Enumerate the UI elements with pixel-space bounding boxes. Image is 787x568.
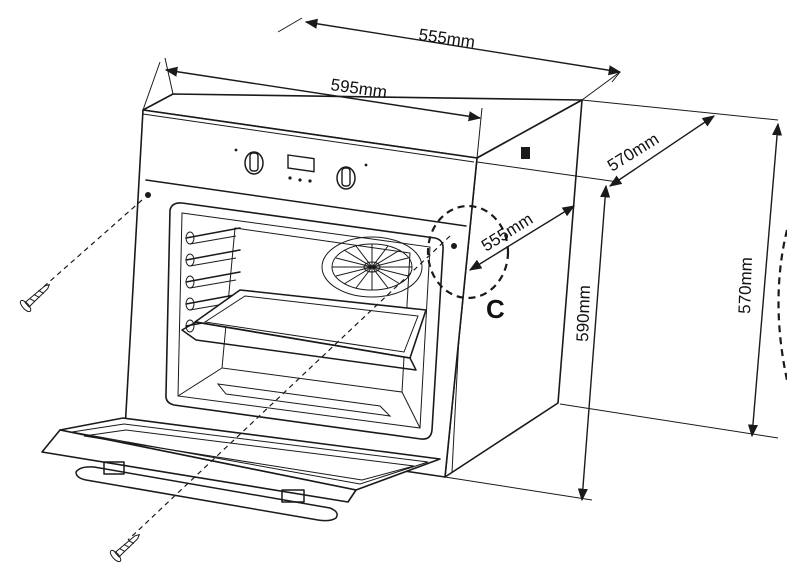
door-handle-icon xyxy=(75,461,338,522)
label-height-front: 590mm xyxy=(573,285,594,342)
side-rack-icon xyxy=(185,227,241,333)
control-panel xyxy=(234,148,368,190)
dim-line-front-width xyxy=(164,66,482,122)
fixing-hole-icon xyxy=(451,243,457,249)
timer-display-icon xyxy=(234,148,368,183)
left-knob-icon xyxy=(244,151,264,175)
oven-door xyxy=(41,417,441,522)
detail-c-label: C xyxy=(486,294,505,324)
side-vent-icon xyxy=(521,147,530,159)
dim-line-top-depth xyxy=(304,18,622,76)
dim-line-niche-depth xyxy=(468,205,576,271)
dim-line-side-depth xyxy=(608,115,716,187)
dim-line-height-right xyxy=(747,122,783,438)
oven-cavity xyxy=(165,202,444,440)
screw-icon xyxy=(109,533,141,563)
label-side-depth: 570mm xyxy=(604,129,662,175)
dim-line-height-front xyxy=(577,184,611,502)
label-top-depth: 555mm xyxy=(417,25,476,52)
convection-fan-icon xyxy=(321,236,423,298)
baking-tray-icon xyxy=(181,289,427,371)
fixing-screws xyxy=(19,199,451,563)
right-knob-icon xyxy=(336,166,356,190)
fixing-hole-icon xyxy=(145,192,151,198)
screw-icon xyxy=(19,283,51,313)
dimension-lines xyxy=(164,17,787,502)
label-height-right: 570mm xyxy=(735,257,756,314)
